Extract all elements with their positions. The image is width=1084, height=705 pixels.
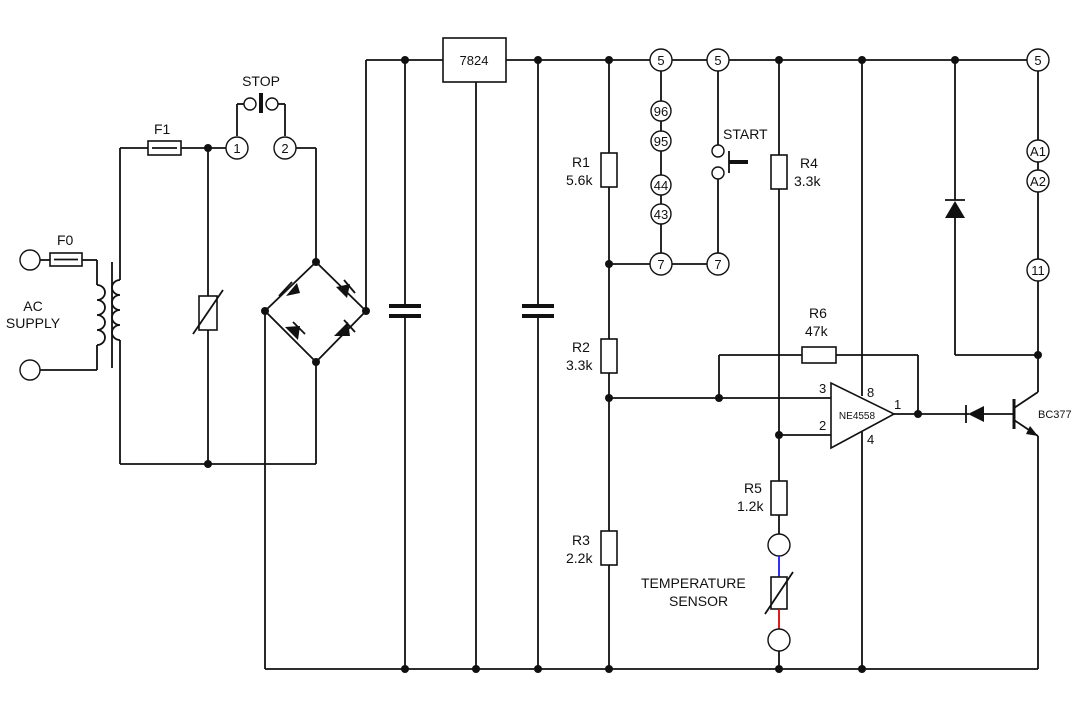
svg-text:5: 5: [714, 53, 721, 68]
label-r3-value: 2.2k: [566, 550, 593, 566]
svg-text:1: 1: [233, 141, 240, 156]
terminal-43: 43: [650, 203, 672, 225]
label-r6-value: 47k: [805, 323, 829, 339]
terminal-5a: 5: [649, 48, 673, 72]
divider-chain: [600, 56, 831, 673]
resistor-r3: [600, 530, 618, 566]
label-sensor-1: TEMPERATURE: [641, 575, 746, 591]
label-ac-supply-2: SUPPLY: [6, 315, 61, 331]
capacitor-c2: [522, 56, 554, 673]
pin-3: 3: [819, 381, 826, 396]
label-r4-value: 3.3k: [794, 173, 821, 189]
terminal-7a: 7: [649, 252, 673, 276]
terminal-1: 1: [225, 136, 249, 160]
opamp-label: NE4558: [839, 411, 876, 422]
label-start: START: [723, 126, 768, 142]
svg-text:11: 11: [1031, 263, 1045, 278]
freewheel-diode: [945, 56, 1038, 356]
sensor-terminal-bottom: [767, 628, 791, 652]
label-r4-name: R4: [800, 155, 818, 171]
terminal-5b: 5: [706, 48, 730, 72]
terminal-44: 44: [650, 174, 672, 196]
svg-text:44: 44: [654, 178, 668, 193]
sensor-branch: [764, 56, 831, 673]
label-f1: F1: [154, 121, 171, 137]
svg-text:95: 95: [654, 134, 668, 149]
terminal-7b: 7: [706, 252, 730, 276]
bridge-rectifier: [261, 60, 370, 669]
terminal-96: 96: [650, 100, 672, 122]
svg-text:2: 2: [281, 141, 288, 156]
label-r2-name: R2: [572, 339, 590, 355]
svg-text:43: 43: [654, 207, 668, 222]
start-switch: [711, 71, 748, 253]
pin-2: 2: [819, 418, 826, 433]
label-r5-name: R5: [744, 480, 762, 496]
label-bc377: BC377: [1038, 409, 1072, 421]
svg-text:7824: 7824: [460, 53, 489, 68]
svg-text:7: 7: [714, 257, 721, 272]
label-r5-value: 1.2k: [737, 498, 764, 514]
svg-text:A1: A1: [1030, 144, 1046, 159]
pin-8: 8: [867, 385, 874, 400]
transformer-secondary: [111, 279, 121, 341]
terminal-a2: A2: [1026, 169, 1050, 193]
resistor-r4: [770, 154, 788, 190]
pin-4: 4: [867, 432, 874, 447]
svg-text:A2: A2: [1030, 174, 1046, 189]
resistor-r1: [600, 152, 618, 188]
label-r3-name: R3: [572, 532, 590, 548]
resistor-r5: [770, 480, 788, 516]
label-r1-value: 5.6k: [566, 172, 593, 188]
voltage-regulator: 7824: [442, 37, 507, 673]
terminal-a1: A1: [1026, 139, 1050, 163]
resistor-r6: [801, 346, 837, 364]
pin-1: 1: [894, 397, 901, 412]
relay-chain: [1034, 71, 1042, 359]
terminal-11: 11: [1026, 258, 1050, 282]
label-ac-supply-1: AC: [23, 298, 42, 314]
svg-text:96: 96: [654, 104, 668, 119]
sensor-terminal-top: [767, 533, 791, 557]
terminal-5c: 5: [1026, 48, 1050, 72]
input-protection: [120, 93, 317, 468]
svg-text:5: 5: [1034, 53, 1041, 68]
label-stop: STOP: [242, 73, 280, 89]
label-r1-name: R1: [572, 154, 590, 170]
feedback-network: [715, 346, 919, 414]
ac-input-terminal-bottom: [19, 359, 41, 381]
svg-text:7: 7: [657, 257, 664, 272]
svg-text:5: 5: [657, 53, 664, 68]
label-f0: F0: [57, 232, 74, 248]
capacitor-c1: [389, 56, 421, 673]
ac-input-terminal-top: [19, 249, 41, 271]
output-stage: [964, 355, 1039, 669]
terminal-95: 95: [650, 130, 672, 152]
transformer-primary: [96, 284, 106, 346]
resistor-r2: [600, 338, 618, 374]
label-r2-value: 3.3k: [566, 357, 593, 373]
label-sensor-2: SENSOR: [669, 593, 728, 609]
label-r6-name: R6: [809, 305, 827, 321]
terminal-2: 2: [273, 136, 297, 160]
ac-input: [19, 148, 121, 464]
opamp: NE4558: [830, 56, 964, 673]
